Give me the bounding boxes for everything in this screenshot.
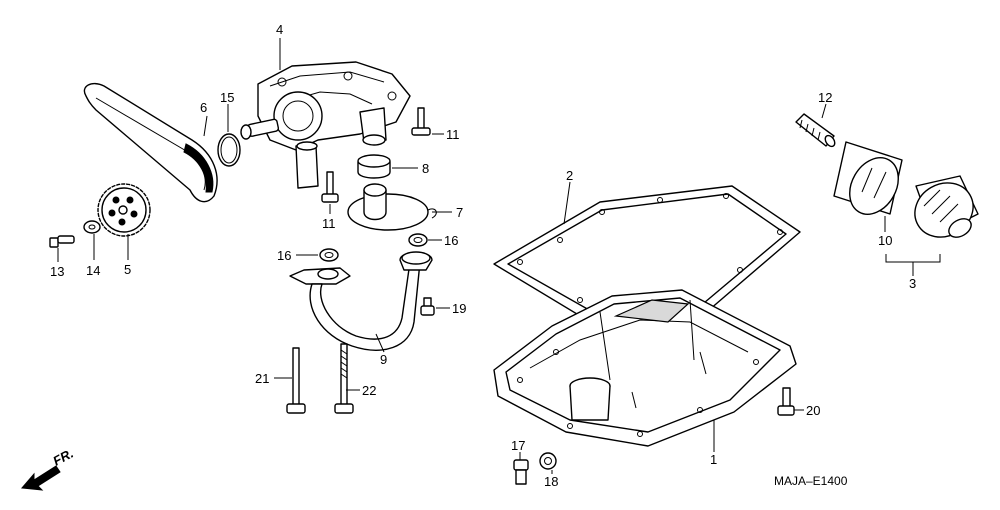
- oil-pump-sprocket[interactable]: [97, 183, 151, 237]
- oil-filter-assembly[interactable]: [905, 172, 983, 247]
- callout-22: 22: [362, 383, 376, 398]
- callout-17: 17: [511, 438, 525, 453]
- o-ring-left[interactable]: [319, 248, 339, 262]
- long-bolt-22[interactable]: [334, 343, 354, 414]
- front-direction-arrow-icon: FR.: [20, 446, 76, 491]
- callout-3: 3: [909, 276, 916, 291]
- drain-washer[interactable]: [539, 452, 557, 470]
- o-ring[interactable]: [217, 133, 241, 167]
- callout-21: 21: [255, 371, 269, 386]
- callout-16-right: 16: [444, 233, 458, 248]
- callout-11-lower: 11: [322, 216, 336, 231]
- drive-chain[interactable]: [83, 82, 218, 203]
- callout-18: 18: [544, 474, 558, 489]
- callout-4: 4: [276, 22, 283, 37]
- sprocket-washer[interactable]: [83, 220, 101, 234]
- drain-bolt[interactable]: [513, 459, 529, 485]
- leader-lines: [57, 38, 941, 474]
- callout-2: 2: [566, 168, 573, 183]
- callout-5: 5: [124, 262, 131, 277]
- callout-labels: 4 2 1 3 10 12 6 15 5 14 13 11 11 8 7 16 …: [50, 22, 916, 489]
- callout-15: 15: [220, 90, 234, 105]
- oil-strainer[interactable]: [347, 183, 437, 231]
- front-direction-label: FR.: [50, 446, 76, 469]
- callout-6: 6: [200, 100, 207, 115]
- callout-12: 12: [818, 90, 832, 105]
- callout-9: 9: [380, 352, 387, 367]
- callout-14: 14: [86, 263, 100, 278]
- callout-10: 10: [878, 233, 892, 248]
- callout-20: 20: [806, 403, 820, 418]
- callout-13: 13: [50, 264, 64, 279]
- oil-strainer-seal[interactable]: [357, 154, 391, 179]
- pump-bolt-lower[interactable]: [321, 171, 339, 203]
- callout-11-upper: 11: [446, 127, 460, 142]
- pump-bolt-upper[interactable]: [411, 107, 431, 136]
- callout-16-left: 16: [277, 248, 291, 263]
- o-ring-right[interactable]: [408, 233, 428, 247]
- callout-19: 19: [452, 301, 466, 316]
- oil-pan-bolt[interactable]: [777, 387, 795, 416]
- pipe-bolt[interactable]: [420, 297, 435, 316]
- oil-pan[interactable]: [493, 289, 797, 447]
- oil-pipe[interactable]: [289, 251, 433, 351]
- long-bolt-21[interactable]: [286, 347, 306, 414]
- callout-7: 7: [456, 205, 463, 220]
- callout-8: 8: [422, 161, 429, 176]
- diagram-code: MAJA–E1400: [774, 474, 848, 488]
- oil-pump-assembly[interactable]: [240, 61, 411, 189]
- sprocket-bolt[interactable]: [49, 235, 75, 248]
- oil-filter-cartridge[interactable]: [833, 141, 908, 223]
- oil-filter-stud[interactable]: [795, 113, 837, 148]
- callout-1: 1: [710, 452, 717, 467]
